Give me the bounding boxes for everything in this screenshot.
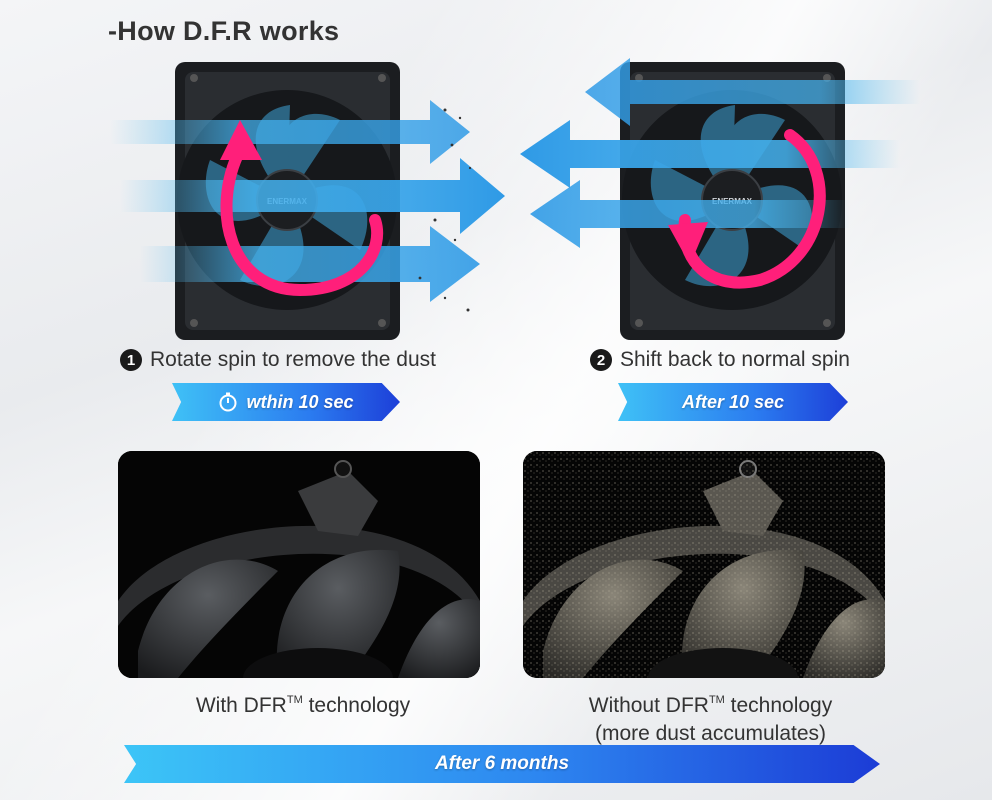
with-dfr-caption: With DFRTM technology (118, 686, 488, 720)
step-2-time-badge: After 10 sec (618, 383, 848, 421)
fan-illustration-normal-spin: ENERMAX (520, 58, 920, 340)
trademark-mark: TM (708, 694, 725, 706)
clean-fan-photo (118, 451, 480, 678)
page-title: -How D.F.R works (108, 16, 340, 46)
step-1-caption: 1 Rotate spin to remove the dust (120, 348, 436, 372)
step-1-time-badge: wthin 10 sec (172, 383, 400, 421)
without-dfr-text: Without DFR (588, 694, 709, 717)
trademark-mark: TM (286, 694, 303, 706)
dusty-fan-photo (523, 451, 885, 678)
step-number-badge: 1 (120, 349, 142, 371)
step-2-time-text: After 10 sec (681, 391, 785, 412)
step-2-caption: 2 Shift back to normal spin (590, 348, 850, 372)
fan-illustration-reverse-spin: ENERMAX (110, 62, 505, 340)
without-dfr-text-suffix: technology (724, 694, 833, 717)
stopwatch-icon (219, 392, 237, 412)
step-1-time-text: wthin 10 sec (246, 391, 354, 412)
step-1-text: Rotate spin to remove the dust (150, 348, 436, 371)
without-dfr-caption: Without DFRTM technology (more dust accu… (523, 686, 898, 748)
step-2-text: Shift back to normal spin (620, 348, 850, 371)
with-dfr-text: With DFR (195, 694, 287, 717)
without-dfr-note: (more dust accumulates) (594, 722, 827, 745)
after-6-months-text: After 6 months (434, 753, 570, 774)
with-dfr-text-suffix: technology (302, 694, 411, 717)
step-number-badge: 2 (590, 349, 612, 371)
after-6-months-banner: After 6 months (124, 745, 880, 783)
